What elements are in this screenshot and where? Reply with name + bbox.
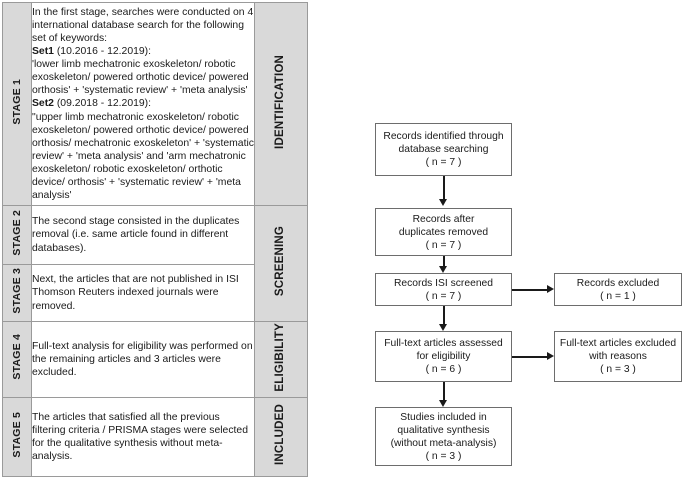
flow-arrowhead-down-1 (439, 199, 447, 206)
flow-arrowhead-right-1 (547, 285, 554, 293)
stage-label-cell-3: STAGE 3 (2, 264, 32, 322)
stage-description-cell-2: The second stage consisted in the duplic… (31, 205, 255, 265)
stage-description-4: Full-text analysis for eligibility was p… (32, 340, 253, 379)
stage-label-1: STAGE 1 (10, 78, 23, 125)
stage-label-cell-1: STAGE 1 (2, 2, 32, 206)
flow-edge-fulltext-assessed-to-studies-included (443, 382, 445, 403)
flow-arrowhead-down-2 (439, 266, 447, 273)
flow-node-identified-text: Records identified through database sear… (383, 131, 504, 168)
phase-label-identification: IDENTIFICATION (274, 54, 287, 149)
stage-description-cell-3: Next, the articles that are not publishe… (31, 264, 255, 322)
stage-label-cell-4: STAGE 4 (2, 321, 32, 398)
stage-description-table: STAGE 1 In the first stage, searches wer… (2, 2, 308, 477)
stage-label-4: STAGE 4 (10, 334, 23, 380)
stage-description-5: The articles that satisfied all the prev… (32, 411, 248, 463)
flow-arrowhead-down-4 (439, 400, 447, 407)
flow-arrowhead-down-3 (439, 324, 447, 331)
flow-node-isi-screened-text: Records ISI screened ( n = 7 ) (393, 277, 493, 302)
stage-label-2: STAGE 2 (10, 209, 23, 256)
flow-node-records-excluded: Records excluded ( n = 1 ) (554, 273, 682, 306)
phase-cell-identification: IDENTIFICATION (254, 2, 308, 206)
stage-description-3: Next, the articles that are not publishe… (32, 274, 239, 312)
flow-node-studies-included: Studies included in qualitative synthesi… (375, 407, 512, 466)
flow-node-fulltext-assessed-text: Full-text articles assessed for eligibil… (384, 338, 503, 375)
flow-node-studies-included-text: Studies included in qualitative synthesi… (390, 411, 497, 462)
table-row: STAGE 2 The second stage consisted in th… (2, 205, 308, 322)
flow-node-isi-screened: Records ISI screened ( n = 7 ) (375, 273, 512, 306)
stage-description-cell-1: In the first stage, searches were conduc… (31, 2, 255, 206)
flow-node-after-duplicates: Records after duplicates removed ( n = 7… (375, 208, 512, 256)
stage-description-1: In the first stage, searches were conduc… (32, 6, 254, 202)
flow-node-fulltext-assessed: Full-text articles assessed for eligibil… (375, 331, 512, 382)
stage-label-cell-2: STAGE 2 (2, 205, 32, 265)
phase-cell-included: INCLUDED (254, 397, 308, 477)
phase-label-screening: SCREENING (274, 225, 287, 297)
prisma-flowchart: Records identified through database sear… (340, 0, 685, 474)
flow-arrowhead-right-2 (547, 352, 554, 360)
flow-node-records-excluded-text: Records excluded ( n = 1 ) (576, 277, 660, 302)
flow-node-fulltext-excluded-text: Full-text articles excluded with reasons… (559, 338, 677, 375)
flow-node-identified: Records identified through database sear… (375, 123, 512, 176)
stage-label-5: STAGE 5 (10, 411, 23, 458)
flow-edge-isi-screened-to-fulltext-assessed (443, 306, 445, 327)
phase-cell-eligibility: ELIGIBILITY (254, 321, 308, 398)
table-row: STAGE 4 Full-text analysis for eligibili… (2, 321, 308, 398)
stage-description-cell-5: The articles that satisfied all the prev… (31, 397, 255, 477)
phase-label-included: INCLUDED (274, 403, 287, 465)
stage-label-3: STAGE 3 (10, 267, 23, 314)
flow-edge-fulltext-assessed-to-fulltext-excluded (512, 356, 549, 358)
stage-label-cell-5: STAGE 5 (2, 397, 32, 477)
flow-node-after-duplicates-text: Records after duplicates removed ( n = 7… (398, 213, 489, 251)
flow-edge-isi-screened-to-records-excluded (512, 289, 549, 291)
table-row: STAGE 5 The articles that satisfied all … (2, 397, 308, 477)
stage-description-cell-4: Full-text analysis for eligibility was p… (31, 321, 255, 398)
phase-cell-screening: SCREENING (254, 205, 308, 322)
phase-label-eligibility: ELIGIBILITY (274, 322, 287, 392)
flow-edge-after-duplicates-to-isi-screened (443, 256, 445, 269)
table-row: STAGE 1 In the first stage, searches wer… (2, 2, 308, 206)
flow-node-fulltext-excluded: Full-text articles excluded with reasons… (554, 331, 682, 382)
stage-description-2: The second stage consisted in the duplic… (32, 216, 240, 254)
flow-edge-identified-to-after-duplicates (443, 176, 445, 201)
